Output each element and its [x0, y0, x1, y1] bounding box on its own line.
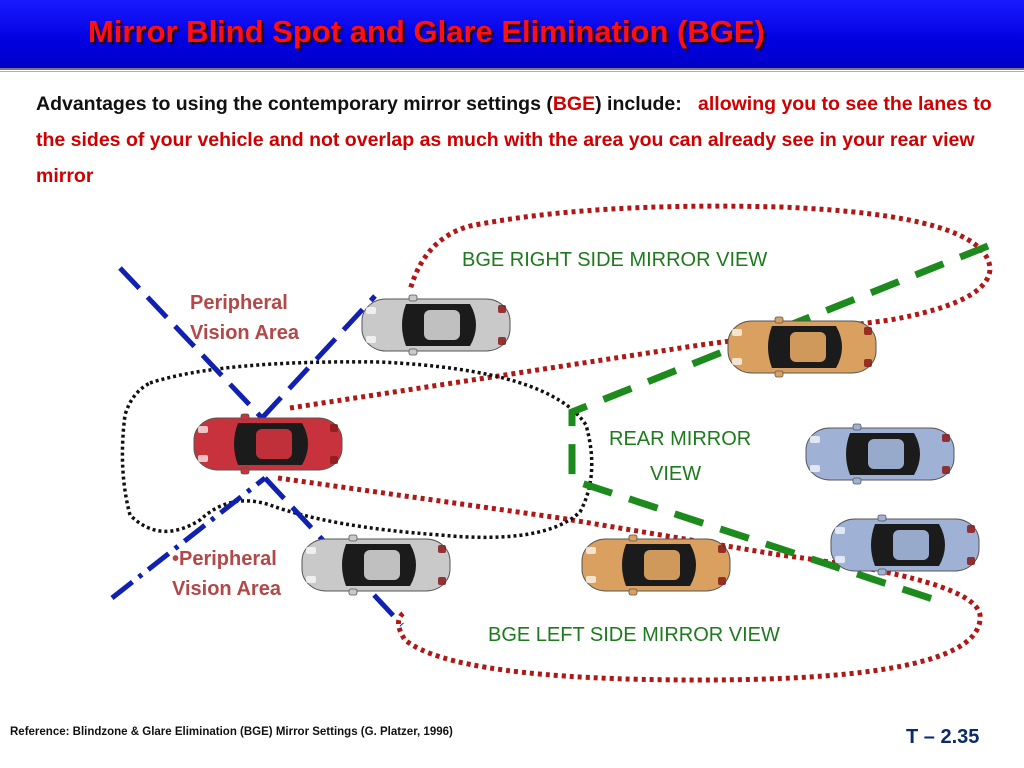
slide-title: Mirror Blind Spot and Glare Elimination … [88, 14, 765, 49]
peripheral-bottom-label-1: •Peripheral [172, 548, 277, 570]
title-divider [0, 68, 1024, 70]
vehicle-top-right-tan [727, 316, 877, 378]
bge-left-zone [277, 475, 983, 683]
rear-mirror-view-label-2: VIEW [650, 463, 702, 485]
title-bar [0, 0, 1024, 68]
intro-mid: ) include: [595, 93, 682, 115]
vehicle-middle-right-blue [805, 423, 955, 485]
reference-note: Reference: Blindzone & Glare Elimination… [10, 726, 453, 738]
peripheral-top-label-2: Vision Area [190, 322, 299, 344]
vehicle-bottom-left-silver [301, 534, 451, 596]
rear-mirror-view-label-1: REAR MIRROR [609, 428, 752, 450]
own-vehicle-red [193, 413, 343, 475]
peripheral-top-label-1: Peripheral [190, 292, 288, 314]
rear-mirror-zone [568, 242, 990, 607]
intro-prefix: Advantages to using the contemporary mir… [36, 93, 553, 115]
intro-text: Advantages to using the contemporary mir… [36, 86, 996, 194]
bge-right-zone [289, 203, 993, 411]
intro-bge: BGE [552, 93, 596, 115]
left-mirror-view-label: BGE LEFT SIDE MIRROR VIEW [488, 624, 780, 646]
title-divider-light [0, 71, 1024, 72]
vehicle-top-left-silver [361, 294, 511, 356]
vehicle-bottom-right-blue [830, 514, 980, 576]
peripheral-bottom-label-2: Vision Area [172, 578, 281, 600]
right-mirror-view-label: BGE RIGHT SIDE MIRROR VIEW [462, 249, 768, 271]
peripheral-line-top-left [118, 266, 264, 420]
peripheral-line-bottom-left [110, 476, 267, 600]
intro-answer: allowing you to see the lanes to the sid… [36, 93, 992, 187]
peripheral-vision-zone [120, 360, 594, 540]
peripheral-line-top-right [260, 294, 377, 420]
slide-number: T – 2.35 [906, 726, 980, 748]
vehicle-bottom-middle-tan [581, 534, 731, 596]
